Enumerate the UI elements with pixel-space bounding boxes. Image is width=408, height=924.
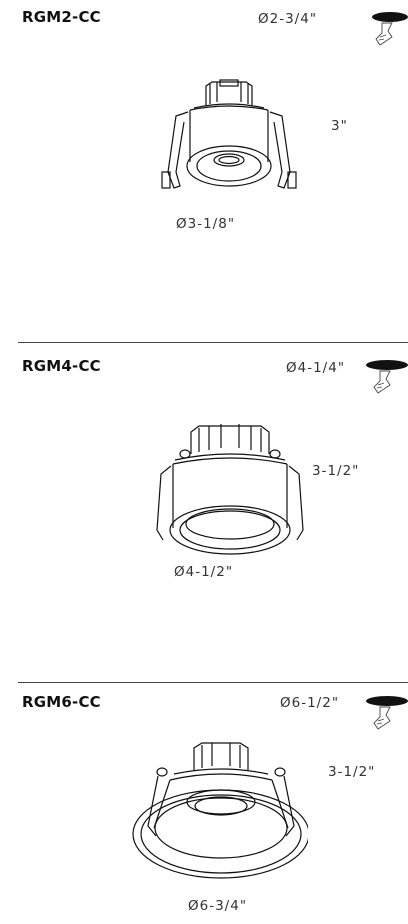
height-label: 3-1/2": [312, 463, 360, 479]
height-label: 3": [331, 118, 348, 134]
bottom-diameter-label: Ø4-1/2": [174, 564, 234, 580]
model-name: RGM4-CC: [22, 357, 101, 375]
ceiling-cutout-icon: [372, 12, 408, 46]
downlight-fixture-drawing: [132, 742, 308, 879]
model-name: RGM2-CC: [22, 8, 101, 26]
model-name: RGM6-CC: [22, 693, 101, 711]
top-diameter-label: Ø2-3/4": [258, 11, 318, 27]
product-section-rgm2: RGM2-CC Ø2-3/4" 3" Ø3-1/8": [0, 0, 408, 300]
bottom-diameter-label: Ø6-3/4": [188, 898, 248, 914]
section-divider: [18, 342, 408, 343]
downlight-fixture-drawing: [161, 79, 297, 189]
product-section-rgm6: RGM6-CC Ø6-1/2" 3-1/2" Ø6-3/: [0, 680, 408, 924]
ceiling-cutout-icon: [366, 360, 408, 394]
height-label: 3-1/2": [328, 764, 376, 780]
downlight-fixture-drawing: [156, 424, 304, 555]
top-diameter-label: Ø6-1/2": [280, 695, 340, 711]
section-divider: [18, 682, 408, 683]
bottom-diameter-label: Ø3-1/8": [176, 216, 236, 232]
ceiling-cutout-icon: [366, 696, 408, 730]
product-section-rgm4: RGM4-CC Ø4-1/4" 3-1/2" Ø4-1/2": [0, 340, 408, 640]
top-diameter-label: Ø4-1/4": [286, 360, 346, 376]
